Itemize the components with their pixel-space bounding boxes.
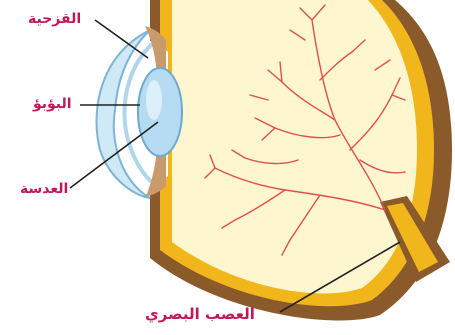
retina-inner-chamber (172, 0, 417, 293)
iris-label: القزحية (28, 12, 81, 26)
lens (138, 68, 182, 156)
pupil-label: البؤبؤ (33, 97, 72, 111)
lens-label: العدسة (20, 182, 68, 196)
optic-nerve-label: العصب البصري (145, 307, 255, 322)
